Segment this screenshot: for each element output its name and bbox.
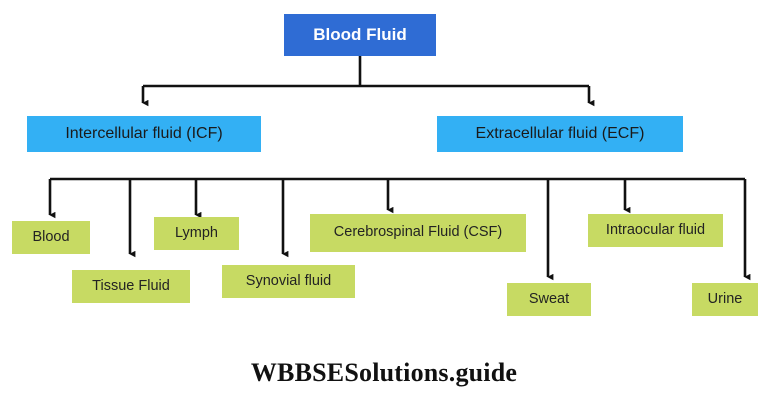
node-blood-fluid[interactable]: Blood Fluid (284, 14, 436, 56)
node-extracellular-fluid-label: Extracellular fluid (ECF) (475, 125, 645, 143)
node-synovial-fluid[interactable]: Synovial fluid (222, 265, 355, 298)
node-sweat[interactable]: Sweat (507, 283, 591, 316)
footer-watermark-text: WBBSESolutions.guide (250, 358, 518, 387)
node-cerebrospinal-fluid[interactable]: Cerebrospinal Fluid (CSF) (310, 214, 526, 252)
node-urine-label: Urine (707, 290, 743, 307)
connector-root-to-level2 (141, 56, 595, 107)
node-sweat-label: Sweat (528, 290, 570, 307)
node-extracellular-fluid[interactable]: Extracellular fluid (ECF) (437, 116, 683, 152)
node-tissue-fluid-label: Tissue Fluid (92, 277, 170, 294)
node-blood-label: Blood (32, 228, 70, 245)
node-cerebrospinal-fluid-label: Cerebrospinal Fluid (CSF) (333, 224, 503, 241)
node-lymph[interactable]: Lymph (154, 217, 239, 250)
node-intraocular-fluid-label: Intraocular fluid (605, 221, 706, 238)
node-blood-fluid-label: Blood Fluid (313, 24, 407, 44)
node-urine[interactable]: Urine (692, 283, 758, 316)
node-synovial-fluid-label: Synovial fluid (245, 272, 332, 289)
node-intercellular-fluid[interactable]: Intercellular fluid (ICF) (27, 116, 261, 152)
node-lymph-label: Lymph (175, 224, 218, 241)
node-tissue-fluid[interactable]: Tissue Fluid (72, 270, 190, 303)
node-blood[interactable]: Blood (12, 221, 90, 254)
node-intercellular-fluid-label: Intercellular fluid (ICF) (65, 125, 223, 143)
node-intraocular-fluid[interactable]: Intraocular fluid (588, 214, 723, 247)
footer-watermark: WBBSESolutions.guide (0, 358, 768, 388)
